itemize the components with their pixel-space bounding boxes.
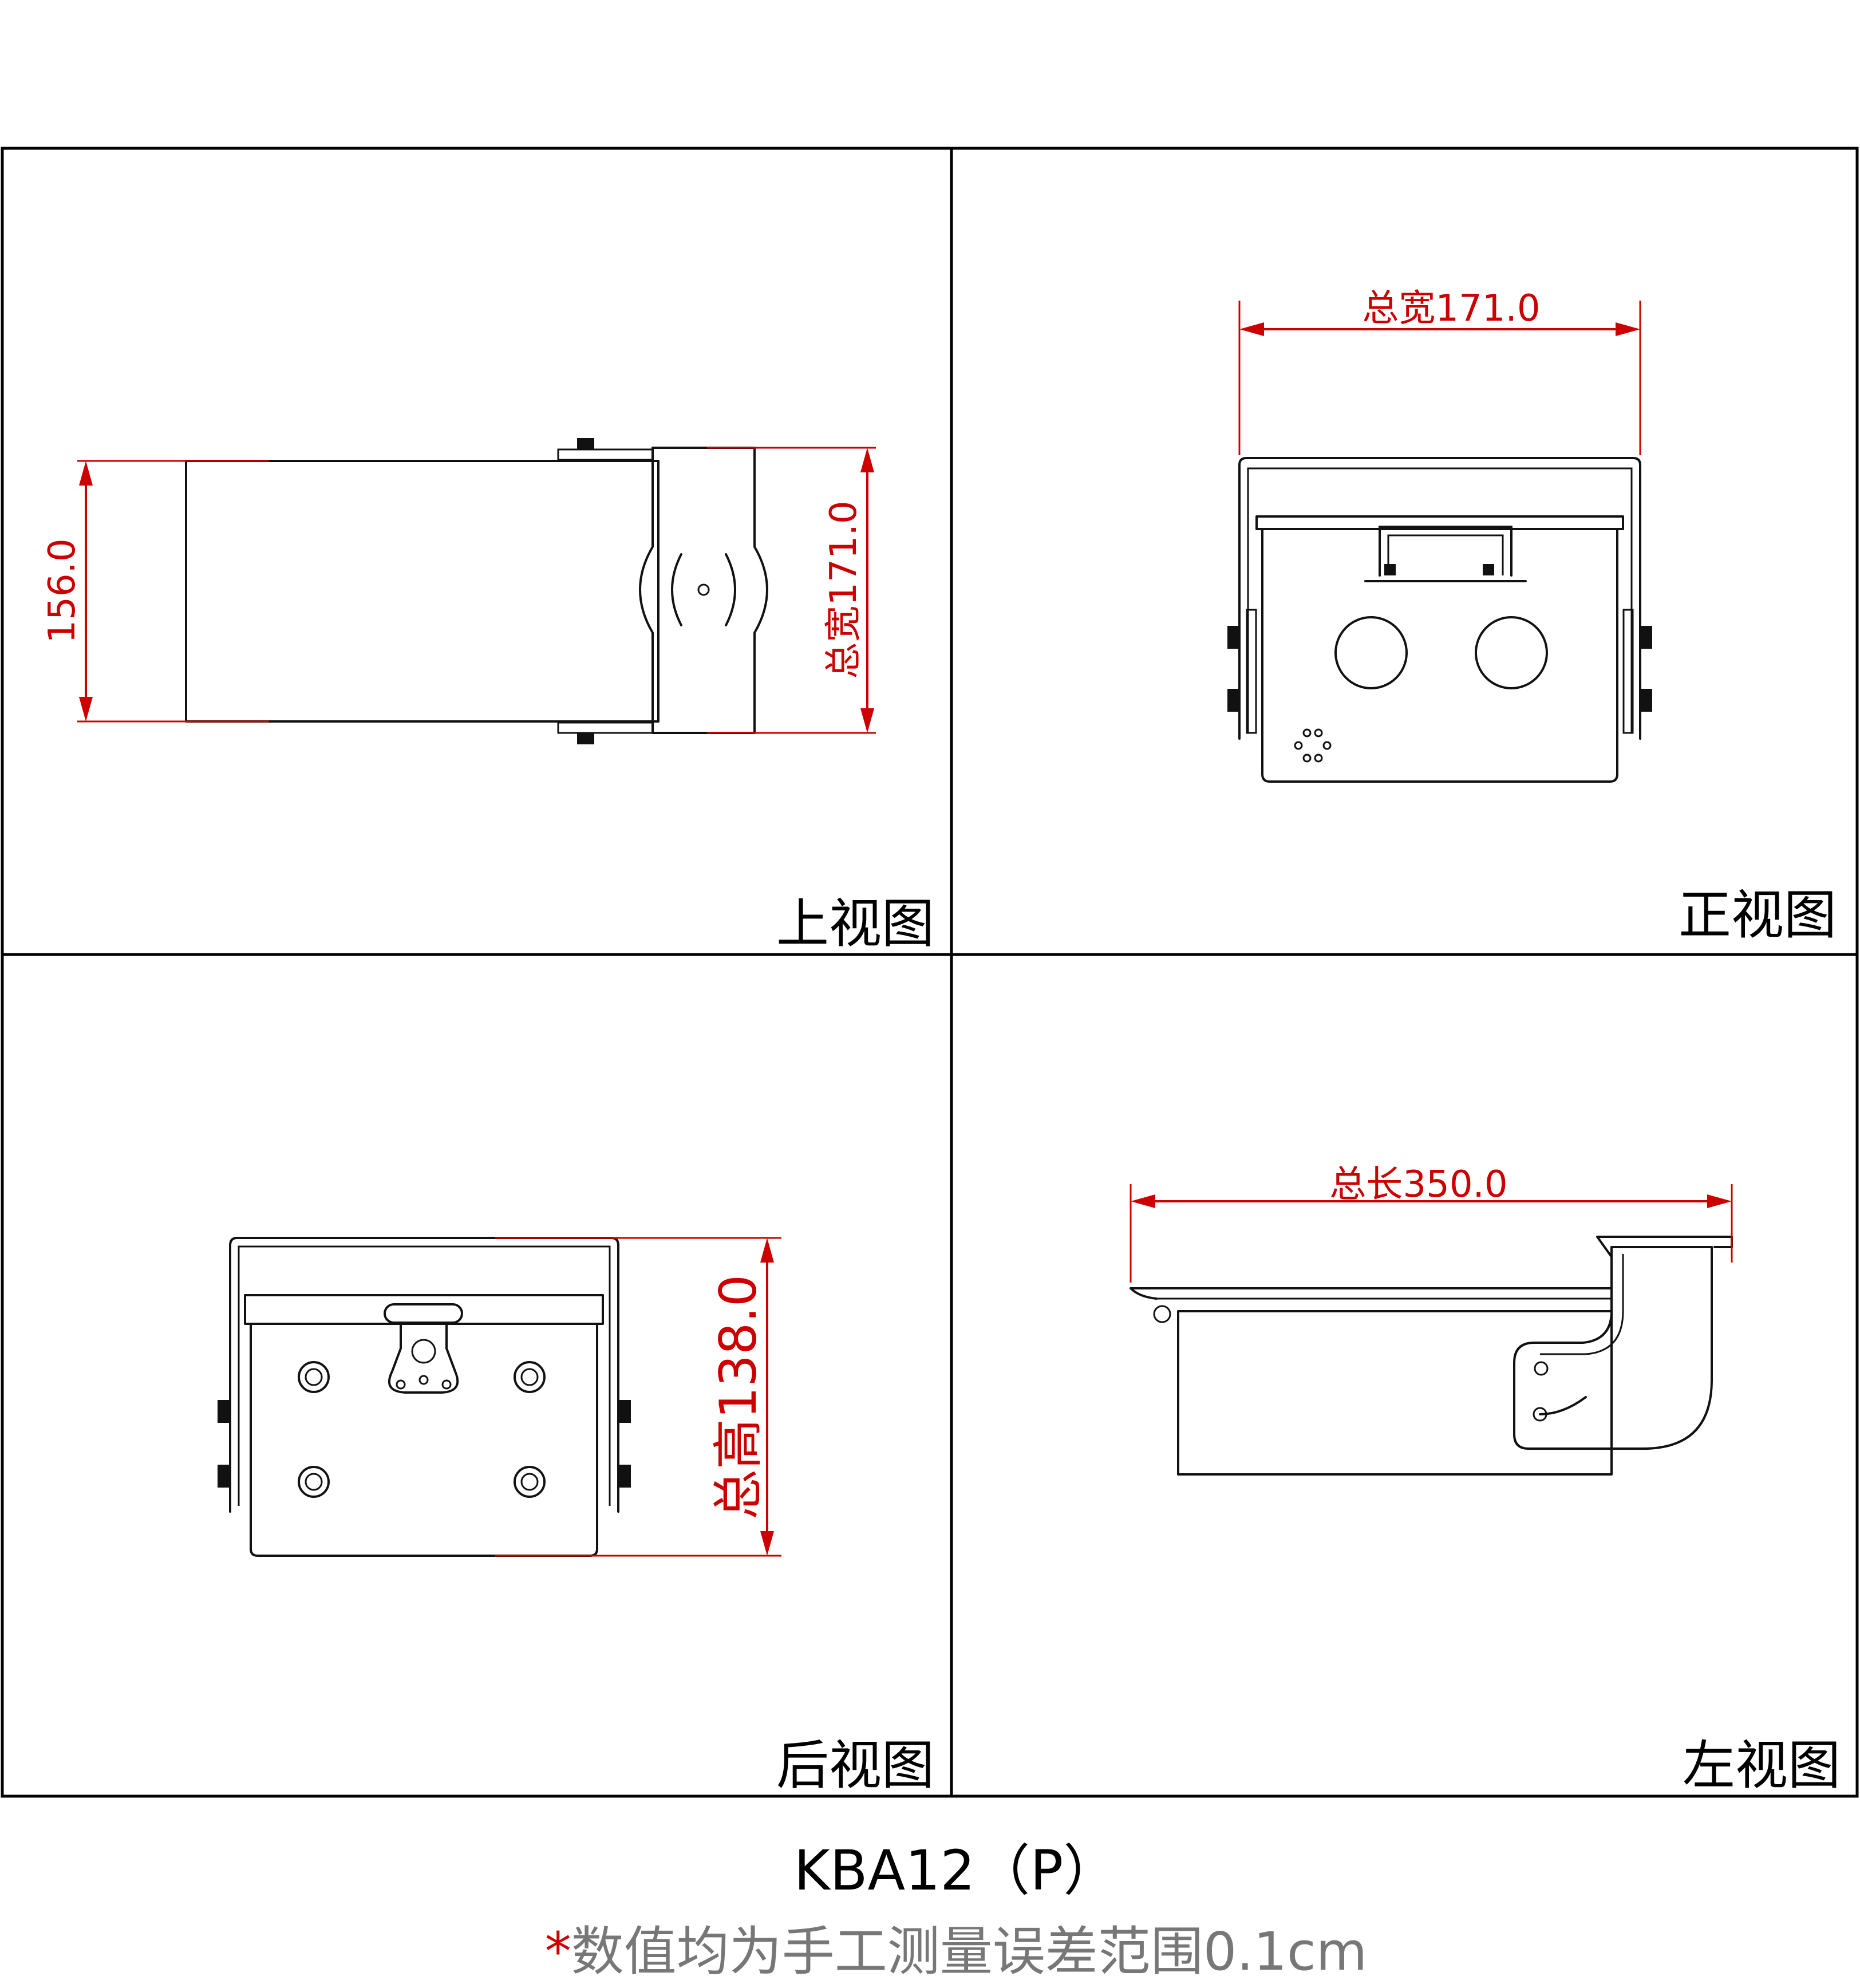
front-view-lens-left bbox=[1334, 616, 1408, 689]
outer-border bbox=[1, 147, 1859, 1798]
left-view: 总长350.0 左视图 bbox=[1130, 1163, 1841, 1796]
front-view-speaker-holes bbox=[1294, 728, 1332, 763]
left-view-sunshield bbox=[1130, 1236, 1733, 1289]
top-view-height-dimension: 156.0 bbox=[41, 461, 93, 721]
top-view-bolt-top bbox=[577, 438, 594, 449]
left-view-elbow-bracket bbox=[1513, 1246, 1713, 1450]
top-view-clamp-bottom bbox=[557, 721, 654, 734]
back-view-top-rail bbox=[244, 1294, 604, 1325]
measurement-note: *数值均为手工测量误差范围0.1cm bbox=[545, 1921, 1368, 1982]
top-view-center-hole bbox=[697, 583, 710, 596]
note-text: 数值均为手工测量误差范围0.1cm bbox=[571, 1921, 1368, 1982]
top-view-height-label: 156.0 bbox=[41, 538, 84, 643]
top-view-width-label: 总宽171.0 bbox=[823, 500, 865, 679]
front-view-label: 正视图 bbox=[1679, 885, 1837, 946]
top-view-slot-left bbox=[671, 553, 682, 626]
front-view-handle bbox=[1379, 526, 1513, 577]
back-view-height-dimension: 总高138.0 bbox=[709, 1238, 774, 1556]
note-marker: * bbox=[545, 1921, 571, 1982]
front-view-face bbox=[1261, 528, 1618, 783]
top-view-clamp-top bbox=[557, 448, 654, 461]
back-view-panel bbox=[250, 1323, 598, 1557]
left-view-shield-tip bbox=[1130, 1287, 1158, 1300]
left-view-housing bbox=[1177, 1310, 1613, 1476]
drawing-frame bbox=[1, 147, 1859, 1798]
back-view: 总高138.0 后视图 bbox=[218, 1237, 934, 1796]
left-view-label: 左视图 bbox=[1683, 1735, 1841, 1796]
back-view-label: 后视图 bbox=[776, 1735, 934, 1796]
left-view-pivot-hole bbox=[1534, 1361, 1549, 1376]
front-view: 总宽171.0 正视图 bbox=[1227, 287, 1837, 946]
top-view: 156.0 总宽171.0 上视图 bbox=[41, 438, 934, 954]
top-view-housing bbox=[185, 460, 660, 723]
top-view-width-dimension: 总宽171.0 bbox=[823, 448, 874, 733]
left-view-length-label: 总长350.0 bbox=[1329, 1163, 1507, 1206]
left-view-length-dimension: 总长350.0 bbox=[1131, 1163, 1732, 1208]
front-view-lens-right bbox=[1475, 616, 1548, 689]
front-view-width-label: 总宽171.0 bbox=[1362, 287, 1540, 330]
front-view-bracket bbox=[1238, 457, 1641, 740]
model-title: KBA12（P） bbox=[794, 1839, 1119, 1903]
left-view-tilt-slot bbox=[1539, 1396, 1587, 1415]
top-view-bolt-bottom bbox=[577, 733, 594, 744]
top-view-label: 上视图 bbox=[776, 893, 934, 954]
back-view-latch-bar bbox=[384, 1303, 463, 1324]
back-view-height-label: 总高138.0 bbox=[709, 1275, 768, 1520]
back-view-cable-glands bbox=[298, 1361, 546, 1498]
top-view-slot-right bbox=[725, 553, 736, 626]
front-view-width-dimension: 总宽171.0 bbox=[1239, 287, 1640, 336]
left-view-screw bbox=[1153, 1305, 1171, 1323]
back-view-latch-body bbox=[388, 1323, 459, 1394]
back-view-bracket bbox=[229, 1237, 619, 1513]
